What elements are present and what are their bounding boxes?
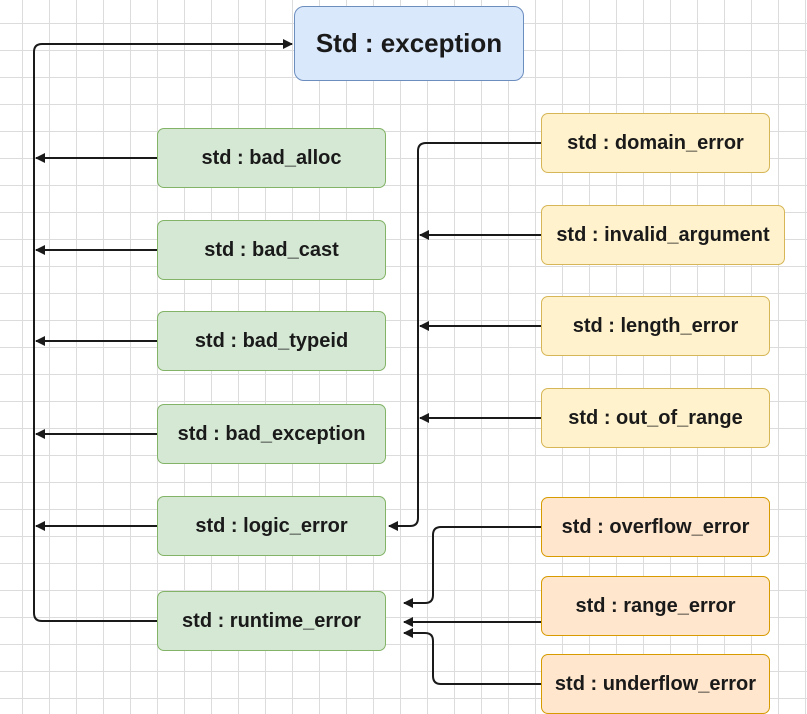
node-length-error: std : length_error <box>541 296 770 356</box>
node-invalid-argument: std : invalid_argument <box>541 205 785 265</box>
edge-runtime-error-to-exception <box>33 39 293 622</box>
node-overflow-error: std : overflow_error <box>541 497 770 557</box>
node-bad-alloc: std : bad_alloc <box>157 128 386 188</box>
edge-domain-error-to-logic-error <box>388 142 541 531</box>
node-bad-typeid: std : bad_typeid <box>157 311 386 371</box>
edge-overflow-error-to-runtime-error <box>403 526 541 608</box>
node-underflow-error: std : underflow_error <box>541 654 770 714</box>
exception-hierarchy-diagram: Std : exception std : bad_alloc std : ba… <box>33 6 785 714</box>
node-logic-error: std : logic_error <box>157 496 386 556</box>
connector-layer <box>33 39 541 685</box>
node-out-of-range: std : out_of_range <box>541 388 770 448</box>
edge-underflow-error-to-runtime-error <box>403 628 541 685</box>
node-domain-error: std : domain_error <box>541 113 770 173</box>
node-runtime-error: std : runtime_error <box>157 591 386 651</box>
node-bad-cast: std : bad_cast <box>157 220 386 280</box>
node-std-exception: Std : exception <box>294 6 524 81</box>
node-range-error: std : range_error <box>541 576 770 636</box>
node-bad-exception: std : bad_exception <box>157 404 386 464</box>
